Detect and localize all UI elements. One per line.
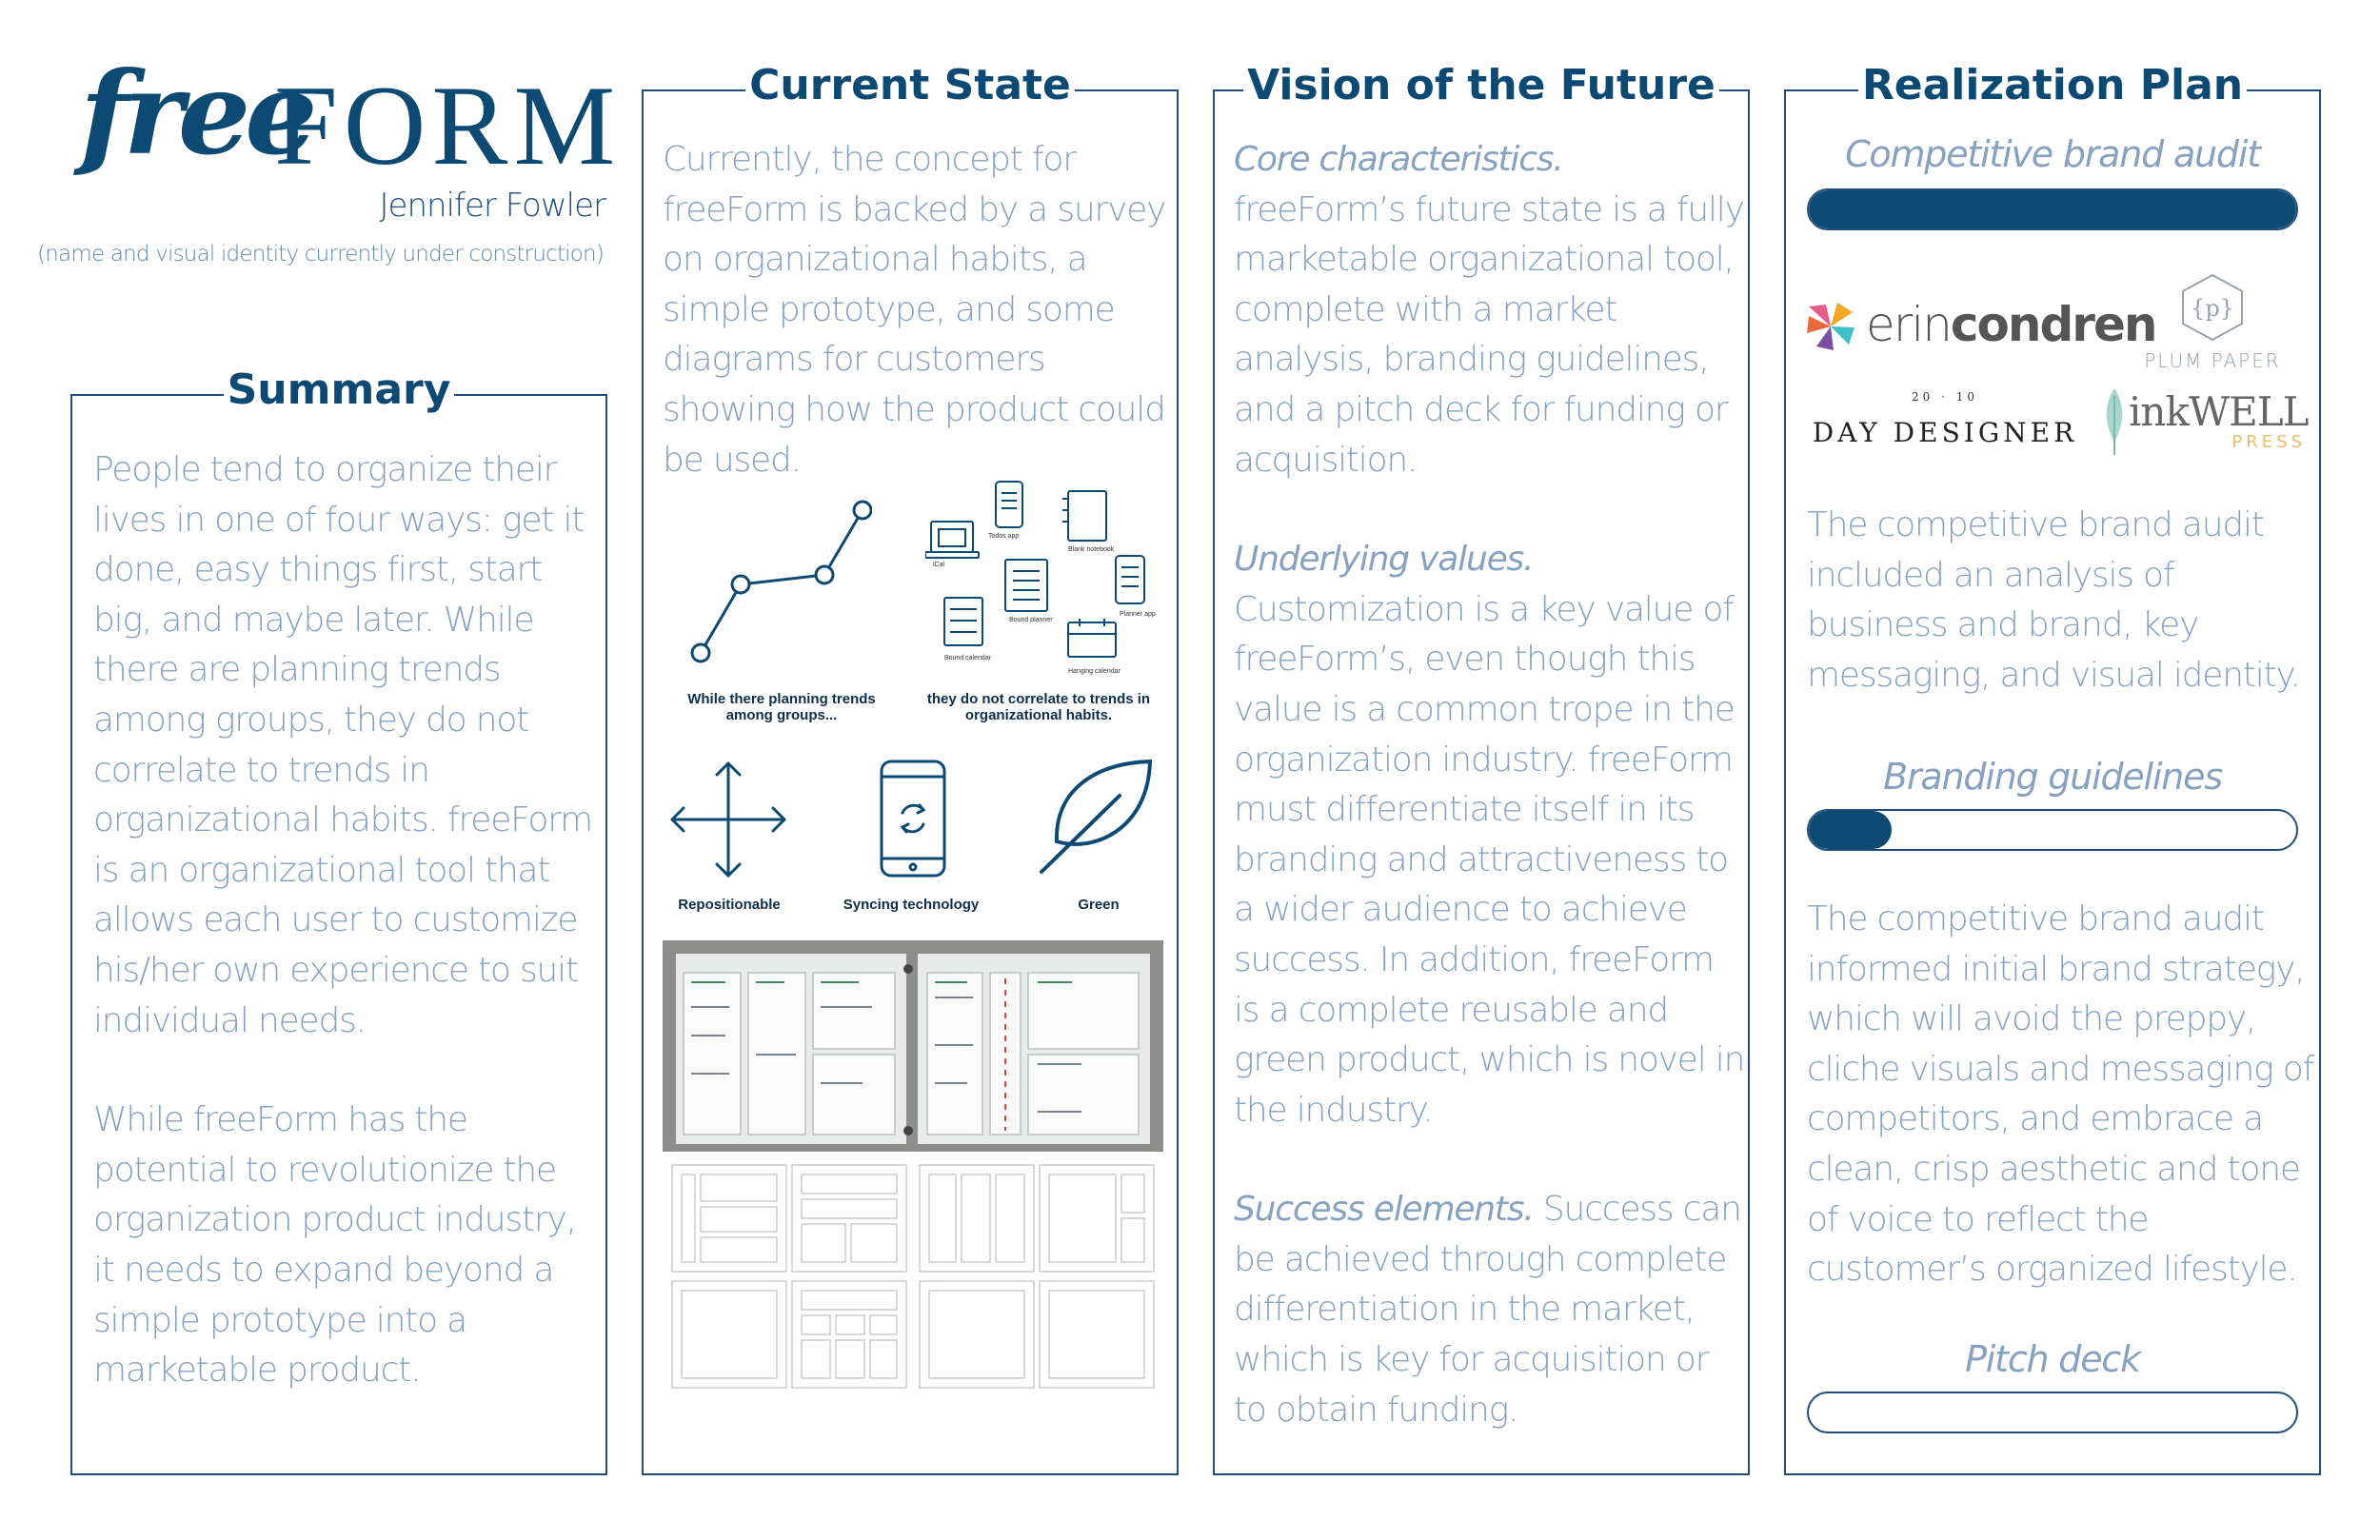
realization-title: Realization Plan (1857, 65, 2248, 107)
vision-text-success: Success can be achieved through complete… (1234, 1190, 1742, 1430)
vision-block-core: Core characteristics. freeForm’s future s… (1234, 135, 1748, 485)
diagram-caption-right: they do not correlate to trends in organ… (926, 691, 1151, 723)
erin-condren-logo-icon (1807, 303, 1854, 350)
vision-heading-success: Success elements. (1234, 1190, 1535, 1230)
progress-fill-audit (1809, 190, 2296, 228)
vision-title: Vision of the Future (1243, 65, 1719, 107)
move-arrows-icon (670, 761, 786, 878)
plum-mark-text: {p} (2191, 295, 2234, 322)
inkwell-text-a: ink (2129, 388, 2190, 435)
current-state-panel: Current State Currently, the concept for… (642, 65, 1179, 1475)
current-state-text: Currently, the concept for freeForm is b… (663, 140, 1166, 480)
trend-line-diagram (690, 500, 872, 663)
day-designer-year: 20 · 10 (1912, 390, 1978, 404)
organizer-icons-diagram (925, 481, 1145, 658)
summary-title: Summary (223, 369, 455, 411)
vision-block-values: Underlying values. Customization is a key… (1234, 535, 1748, 1135)
step-label-branding: Branding guidelines (1883, 756, 2223, 798)
current-state-title: Current State (745, 65, 1075, 107)
feature-label-green: Green (1078, 897, 1120, 913)
realization-panel: Realization Plan (1784, 65, 2321, 1475)
vision-heading-values: Underlying values. (1234, 540, 1535, 580)
feature-label-repositionable: Repositionable (678, 897, 781, 913)
vision-text-values: Customization is a key value of freeForm… (1234, 589, 1745, 1130)
label-planner: Planner app (1120, 611, 1156, 618)
progress-bar-branding (1807, 809, 2298, 851)
plum-badge-icon: {p} (2182, 273, 2243, 342)
layout-templates (671, 1164, 1155, 1389)
author-name: Jennifer Fowler (379, 187, 606, 225)
label-bound-planner: Bound planner (1009, 617, 1053, 623)
summary-paragraph-1: People tend to organize their lives in o… (93, 450, 593, 1040)
inkwell-text-c: PRESS (2231, 432, 2306, 452)
logo-form: FORM (274, 62, 622, 188)
step-label-audit: Competitive brand audit (1845, 133, 2261, 175)
label-hanging: Hanging calendar (1068, 668, 1121, 675)
feature-label-syncing: Syncing technology (843, 897, 980, 913)
inkwell-press-logo: inkWELL PRESS (2129, 392, 2319, 453)
progress-fill-branding (1809, 811, 1893, 849)
audit-text: The competitive brand audit included an … (1807, 505, 2301, 695)
erin-condren-logo: erincondren (1866, 297, 2157, 352)
leaf-icon (1040, 759, 1153, 874)
logo-free: free (80, 47, 318, 181)
label-blank: Blank notebook (1068, 546, 1115, 553)
label-todos: Todos app (988, 533, 1020, 540)
summary-panel: Summary People tend to organize their li… (70, 369, 607, 1475)
plum-paper-logo: {p} PLUM PAPER (2136, 272, 2289, 372)
prototype-photo (663, 940, 1163, 1152)
vision-text-core: freeForm’s future state is a fully marke… (1234, 189, 1745, 480)
inkwell-text-b: WELL (2188, 388, 2310, 435)
step-label-pitch: Pitch deck (1965, 1338, 2141, 1380)
day-designer-logo: 20 · 10 DAY DESIGNER (1807, 390, 2083, 448)
identity-note: (name and visual identity currently unde… (37, 242, 605, 267)
plum-paper-text: PLUM PAPER (2144, 349, 2281, 372)
label-ical: iCal (933, 562, 945, 568)
branding-text: The competitive brand audit informed ini… (1807, 899, 2314, 1290)
label-bound-calendar: Bound calendar (944, 655, 992, 661)
diagram-caption-left: While there planning trends among groups… (687, 691, 876, 723)
phone-sync-icon (880, 760, 946, 878)
progress-bar-audit (1807, 188, 2298, 230)
summary-paragraph-2: While freeForm has the potential to revo… (93, 1100, 577, 1391)
vision-panel: Vision of the Future Core characteristic… (1213, 65, 1750, 1475)
inkwell-feather-icon (2106, 388, 2123, 455)
progress-bar-pitch (1807, 1392, 2298, 1433)
day-designer-text: DAY DESIGNER (1812, 417, 2078, 448)
vision-heading-core: Core characteristics. (1234, 140, 1564, 179)
vision-block-success: Success elements. Success can be achieve… (1234, 1185, 1748, 1435)
